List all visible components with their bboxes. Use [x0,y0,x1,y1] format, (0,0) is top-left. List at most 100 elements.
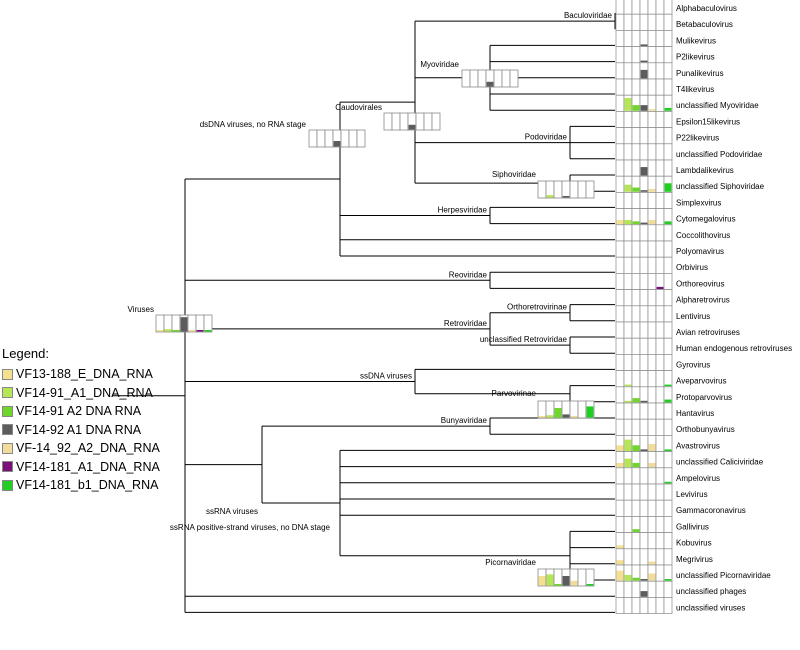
sample-cell [631,580,641,598]
sample-cell [195,314,205,333]
leaf-label: Alphabaculovirus [676,4,737,13]
abundance-bar [562,196,570,198]
sample-cell [647,532,657,550]
sample-cell [663,305,673,323]
legend-label: VF14-181_A1_DNA_RNA [16,459,160,474]
sample-cell [639,467,649,485]
legend-label: VF-14_92_A2_DNA_RNA [16,441,160,456]
abundance-bar [664,183,672,192]
sample-cell [655,580,665,598]
leaf-label: Avian retroviruses [676,328,740,337]
sample-cell [623,386,633,404]
sample-cell [623,580,633,598]
sample-cell [639,127,649,145]
leaf-label: unclassified Myoviridae [676,101,759,110]
sample-cell [647,0,657,15]
leaf-label: unclassified Podoviridae [676,150,763,159]
sample-cell [623,516,633,533]
legend-item: VF14-91 A2 DNA RNA [2,402,160,421]
abundance-bar [664,107,672,111]
sample-cell [655,354,665,371]
sample-cell [655,289,665,307]
sample-cell [615,402,625,420]
leaf-label: Aveparvovirus [676,377,727,386]
sample-cell [647,580,657,598]
leaf-label: Lambdalikevirus [676,166,734,175]
sample-cell [623,240,633,258]
sample-cell [647,305,657,323]
sample-cell [615,273,625,290]
leaf-label: Protoparvovirus [676,393,732,402]
sample-cell [537,400,547,419]
sample-cell [647,94,657,112]
abundance-bar [648,109,656,111]
abundance-bar [664,221,672,225]
sample-cell [623,159,633,177]
node-label: Siphoviridae [492,170,537,179]
abundance-bar [656,286,664,289]
abundance-bar [546,195,554,198]
sample-cell [631,30,641,47]
sample-cell [655,224,665,242]
abundance-bar [640,44,648,46]
sample-cell [615,418,625,436]
sample-cell [655,127,665,145]
sample-cell [631,127,641,145]
legend-item: VF14-181_A1_DNA_RNA [2,458,160,477]
sample-cell [663,13,673,31]
leaf-label: Simplexvirus [676,198,721,207]
sample-cell [615,175,625,193]
sample-cell [647,354,657,371]
legend-item: VF14-92 A1 DNA RNA [2,421,160,440]
sample-cell [585,180,595,199]
sample-cell [399,112,409,131]
abundance-bar [586,406,594,418]
sample-cell [647,78,657,96]
leaf-label: Coccolithovirus [676,231,730,240]
leaf-label: unclassified viruses [676,603,745,612]
sample-cell [615,305,625,323]
sample-cell [308,129,318,148]
abundance-bar [616,462,624,468]
legend-swatch [2,405,13,417]
sample-cell [655,0,665,15]
abundance-bar [624,574,632,581]
leaf-label: Megrivirus [676,555,713,564]
sample-cell [623,192,633,209]
leaf-label: Orthobunyavirus [676,425,735,434]
node-abundance-box [537,400,595,419]
sample-cell [639,13,649,31]
leaf-label: P22likevirus [676,134,719,143]
sample-cell [663,402,673,420]
sample-cell [655,370,665,388]
sample-cell [655,143,665,161]
sample-cell [631,13,641,31]
sample-cell [615,46,625,64]
sample-cell [663,30,673,47]
sample-cell [623,78,633,96]
sample-cell [655,256,665,274]
sample-cell [171,314,181,333]
sample-cell [631,597,641,614]
sample-cell [655,402,665,420]
sample-cell [615,111,625,128]
sample-cell [663,127,673,145]
sample-cell [623,127,633,145]
sample-cell [647,418,657,436]
sample-cell [348,129,358,148]
sample-cell [639,597,649,614]
sample-cell [655,159,665,177]
sample-cell [639,337,649,355]
abundance-bar [640,167,648,176]
sample-cell [647,13,657,31]
sample-cell [615,159,625,177]
leaf-label: Cytomegalovirus [676,215,736,224]
sample-cell [647,46,657,64]
sample-cell [655,94,665,112]
legend-label: VF14-91 A2 DNA RNA [16,404,142,419]
sample-cell [623,0,633,15]
sample-cell [537,180,547,199]
sample-cell [655,532,665,550]
abundance-bar [562,414,570,418]
